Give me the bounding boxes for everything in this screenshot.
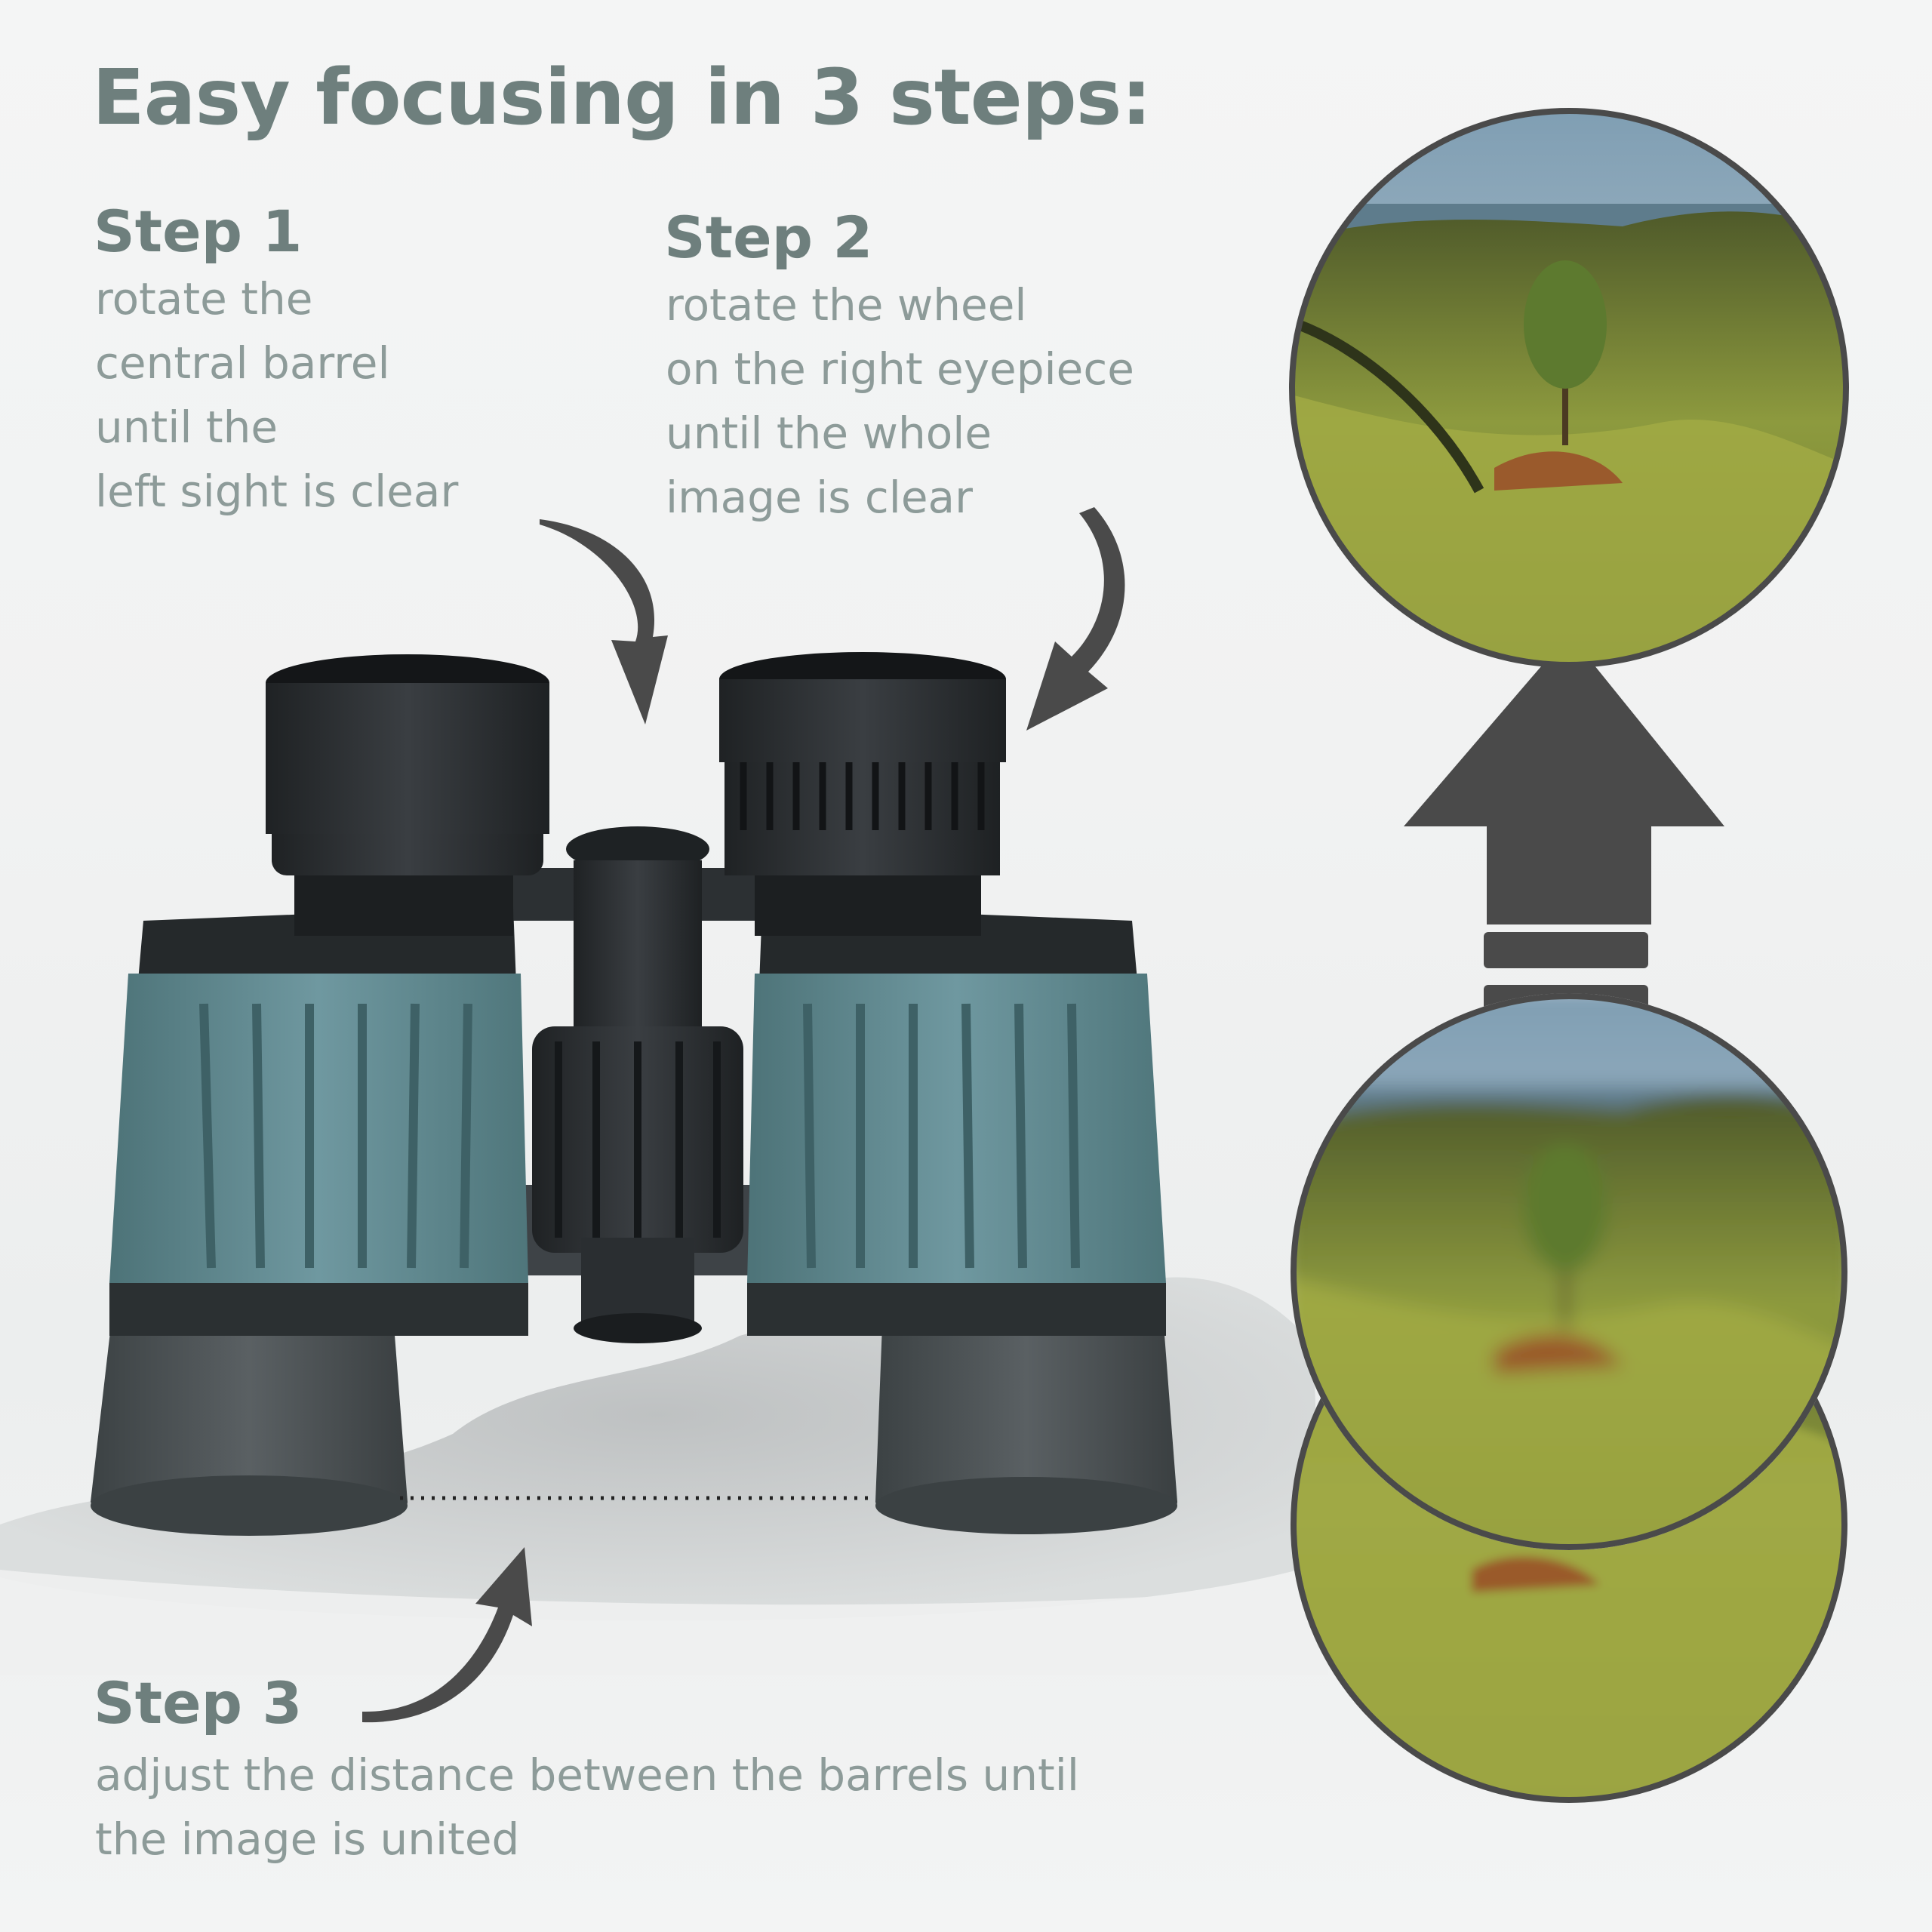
step-2-heading: Step 2 bbox=[664, 204, 873, 271]
curved-arrow-step3 bbox=[362, 1547, 532, 1723]
step-1-heading: Step 1 bbox=[94, 198, 303, 265]
step-1-text: rotate the central barrel until the left… bbox=[95, 273, 459, 517]
step-2-text: rotate the wheel on the right eyepiece u… bbox=[666, 279, 1134, 523]
clear-view-circle bbox=[1289, 108, 1849, 668]
blurred-view-circles bbox=[1291, 993, 1847, 1803]
up-arrow-icon bbox=[1404, 634, 1724, 1021]
step-3-text: adjust the distance between the barrels … bbox=[95, 1749, 1080, 1865]
step-3-heading: Step 3 bbox=[94, 1669, 303, 1737]
binoculars-image bbox=[91, 652, 1177, 1536]
curved-arrow-step1 bbox=[540, 519, 668, 724]
page-title: Easy focusing in 3 steps: bbox=[92, 53, 1152, 143]
curved-arrow-step2 bbox=[1026, 507, 1125, 731]
